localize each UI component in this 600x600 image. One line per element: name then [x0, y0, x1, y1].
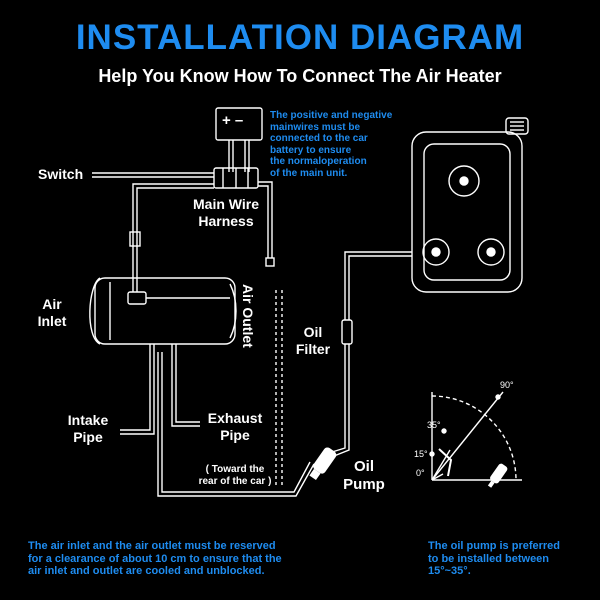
battery-note-line: mainwires must be [270, 121, 361, 133]
pump-angle-note-line: 15°~35°. [428, 565, 471, 577]
air-inlet-label: Air Inlet [32, 296, 72, 330]
clearance-note: The air inlet and the air outlet must be… [28, 540, 282, 578]
air-inlet-label-line2: Inlet [37, 313, 67, 329]
clearance-note-line: for a clearance of about 10 cm to ensure… [28, 552, 282, 565]
intake-pipe-label-line1: Intake [67, 412, 109, 428]
battery-note: The positive and negative mainwires must… [270, 110, 392, 179]
oil-pump-label-line2: Pump [343, 476, 385, 493]
battery-symbol: + – [222, 112, 244, 129]
battery-icon [215, 107, 263, 141]
heater-body [94, 277, 236, 345]
oil-filter-label-line1: Oil [303, 324, 323, 340]
oil-pump-label-line1: Oil [353, 458, 374, 475]
toward-rear-label-line2: rear of the car ) [198, 476, 272, 487]
battery-note-line: The positive and negative [270, 110, 393, 121]
main-wire-harness-label-line2: Harness [198, 213, 254, 229]
battery-note-line: battery to ensure [270, 144, 352, 156]
fuel-line [344, 251, 412, 320]
angle-label-0: 0° [416, 468, 425, 478]
oil-filter-label: Oil Filter [292, 324, 334, 358]
angle-label-35: 35° [427, 420, 441, 430]
main-wire-harness-label-line1: Main Wire [193, 196, 259, 212]
main-wire-harness-label: Main Wire Harness [186, 196, 266, 230]
battery-note-line: of the main unit. [270, 167, 348, 179]
clearance-note-line: air inlet and outlet are cooled and unbl… [28, 565, 265, 577]
air-inlet-label-line1: Air [42, 296, 62, 312]
angle-label-15: 15° [414, 449, 428, 459]
oil-pump-label: Oil Pump [336, 458, 392, 494]
exhaust-pipe-label-line1: Exhaust [207, 410, 263, 426]
angle-gauge [429, 391, 522, 481]
exhaust-pipe-label-line2: Pipe [220, 427, 250, 443]
oil-filter [341, 319, 353, 345]
angle-label-90: 90° [500, 380, 514, 390]
intake-pipe [120, 344, 151, 431]
page-title: INSTALLATION DIAGRAM [75, 18, 525, 57]
exhaust-pipe-label: Exhaust Pipe [200, 410, 270, 444]
toward-rear-label-line1: ( Toward the [205, 464, 265, 475]
oil-filter-label-line2: Filter [295, 341, 331, 357]
intake-pipe-label-line2: Pipe [73, 429, 103, 445]
pump-angle-note-line: The oil pump is preferred [428, 540, 561, 552]
toward-rear-label: ( Toward the rear of the car ) [190, 464, 280, 488]
switch-label: Switch [38, 166, 84, 182]
exhaust-pipe [171, 344, 200, 427]
pump-angle-note: The oil pump is preferred to be installe… [428, 540, 560, 578]
page-subtitle: Help You Know How To Connect The Air Hea… [98, 66, 502, 86]
air-outlet-label: Air Outlet [240, 284, 256, 348]
pump-angle-note-line: to be installed between [428, 552, 550, 565]
battery-note-line: the normaloperation [270, 156, 367, 167]
clearance-note-line: The air inlet and the air outlet must be… [28, 540, 276, 552]
intake-pipe-label: Intake Pipe [58, 412, 118, 446]
oil-pump [309, 447, 337, 481]
pump-angle-icon [487, 463, 508, 488]
fuel-tank [411, 131, 523, 293]
battery-note-line: connected to the car [270, 133, 368, 144]
